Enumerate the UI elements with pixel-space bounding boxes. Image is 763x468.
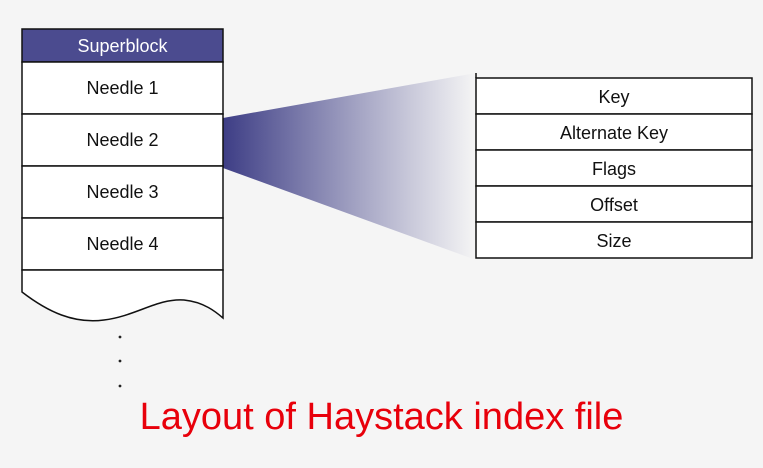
field-cell-alternate-key bbox=[475, 113, 753, 151]
diagram-caption: Layout of Haystack index file bbox=[139, 396, 624, 438]
superblock-label: Superblock bbox=[77, 36, 168, 56]
field-label-size: Size bbox=[596, 231, 631, 251]
needle-cell-3 bbox=[21, 165, 224, 219]
expansion-fan bbox=[223, 73, 476, 260]
needle-cell-4 bbox=[21, 217, 224, 271]
needle-record-table: Key Alternate Key Flags Offset Size bbox=[475, 73, 753, 259]
field-label-offset: Offset bbox=[590, 195, 638, 215]
field-cell-flags bbox=[475, 149, 753, 187]
field-label-alternate-key: Alternate Key bbox=[560, 123, 668, 143]
continuation-dot bbox=[118, 359, 122, 363]
torn-continuation-cell bbox=[21, 269, 224, 322]
continuation-dot bbox=[118, 384, 122, 388]
needle-label-2: Needle 2 bbox=[86, 130, 158, 150]
continuation-dots bbox=[118, 335, 122, 388]
needle-label-1: Needle 1 bbox=[86, 78, 158, 98]
field-label-flags: Flags bbox=[592, 159, 636, 179]
needle-label-4: Needle 4 bbox=[86, 234, 158, 254]
field-cell-key bbox=[475, 77, 753, 115]
field-cell-size bbox=[475, 221, 753, 259]
needle-label-3: Needle 3 bbox=[86, 182, 158, 202]
needle-cell-1 bbox=[21, 61, 224, 115]
field-cell-offset bbox=[475, 185, 753, 223]
index-file-column: Superblock Needle 1 Needle 2 Needle 3 Ne… bbox=[21, 28, 224, 322]
field-label-key: Key bbox=[598, 87, 629, 107]
continuation-dot bbox=[118, 335, 122, 339]
